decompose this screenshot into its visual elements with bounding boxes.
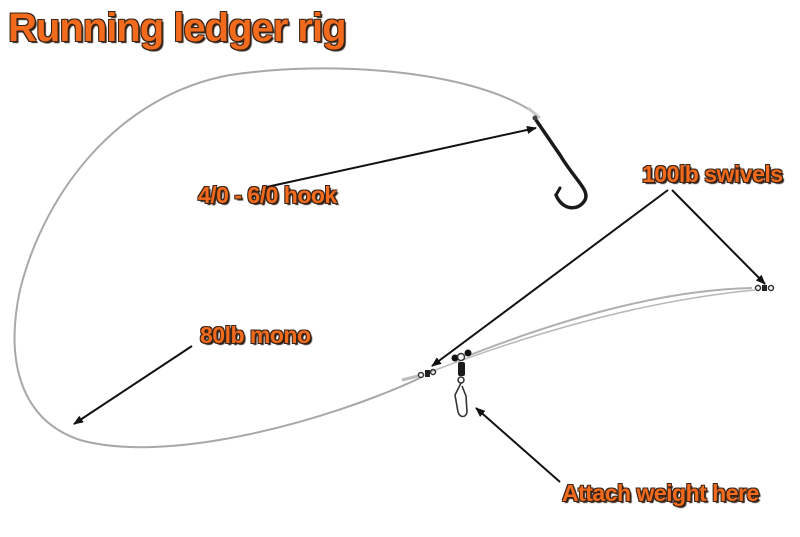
mono-line-lower [429, 289, 756, 373]
left-swivel-icon [401, 368, 437, 382]
running-swivel-snap-icon [451, 349, 472, 418]
mono-line-upper [469, 287, 753, 356]
hook-snood [527, 106, 541, 120]
weight-arrow [475, 407, 561, 483]
weight-label: Attach weight here [562, 480, 759, 506]
swivels-label: 100lb swivels [642, 161, 783, 187]
mono-arrow [73, 345, 193, 425]
hook-arrow [261, 126, 537, 189]
hook-label: 4/0 - 6/0 hook [198, 182, 337, 208]
mono-line-loop [13, 67, 534, 449]
right-swivel-icon [754, 284, 775, 292]
diagram-title: Running ledger rig [8, 6, 347, 50]
hook-icon [532, 115, 588, 210]
swivel-arrow-right [671, 189, 766, 285]
mono-label: 80lb mono [200, 322, 311, 348]
swivel-arrow-left [431, 189, 669, 367]
